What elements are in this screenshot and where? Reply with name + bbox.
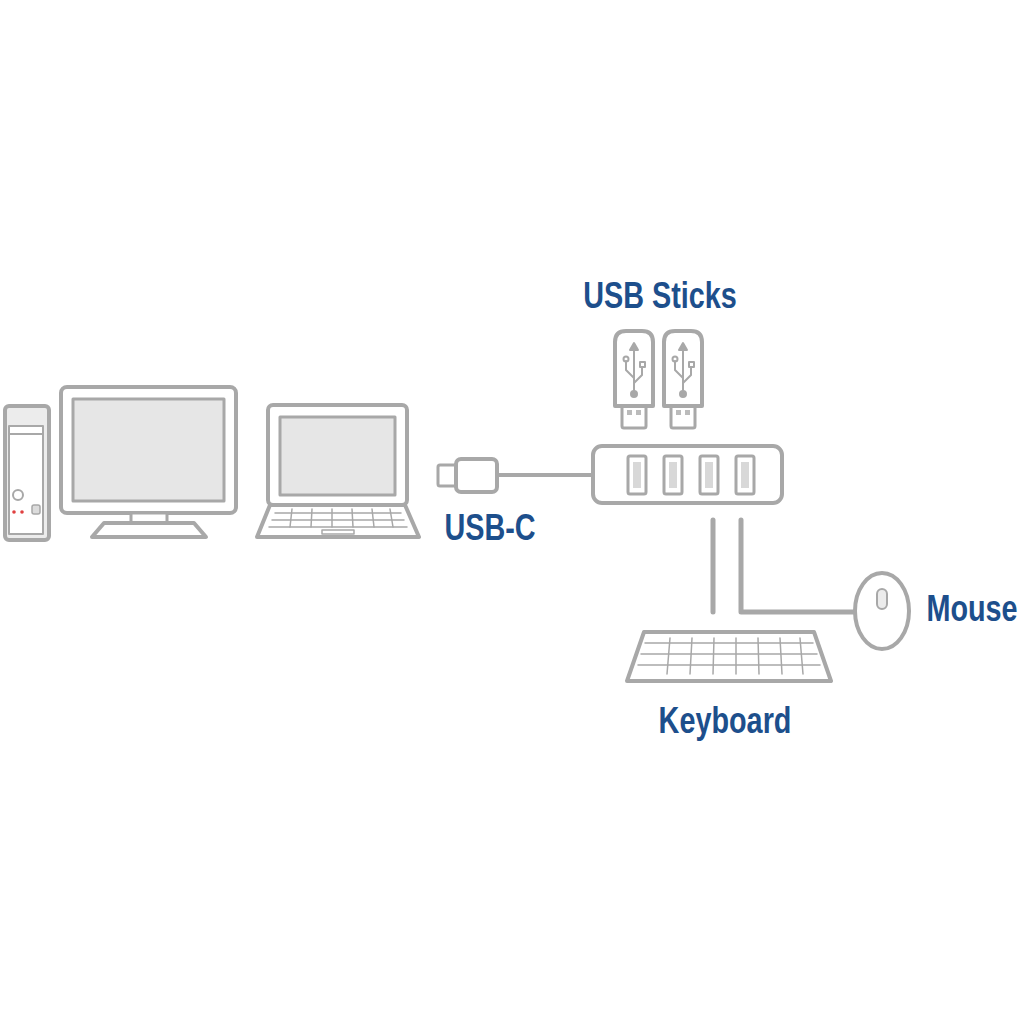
led bbox=[20, 510, 24, 514]
port-tongue bbox=[705, 462, 713, 488]
device-label: Keyboard bbox=[659, 701, 792, 741]
hub-body bbox=[593, 446, 782, 503]
port-tongue bbox=[669, 462, 677, 488]
key-row bbox=[638, 664, 820, 666]
tower-case bbox=[5, 406, 49, 540]
connector-hole bbox=[685, 410, 690, 415]
port-tongue bbox=[633, 462, 641, 488]
plug-body bbox=[456, 459, 497, 492]
key-col bbox=[372, 509, 374, 527]
key-col bbox=[780, 638, 782, 674]
tower-port bbox=[32, 505, 40, 514]
laptop-lid bbox=[268, 405, 407, 505]
key-row bbox=[641, 653, 817, 655]
symbol-branch bbox=[634, 367, 642, 383]
hub-port bbox=[628, 456, 646, 494]
hub-port bbox=[664, 456, 682, 494]
connector-hole bbox=[636, 410, 641, 415]
keyboard-body bbox=[627, 632, 831, 681]
mouse-wire bbox=[741, 520, 856, 612]
keyboard bbox=[627, 632, 831, 681]
symbol-stem bbox=[682, 345, 684, 392]
monitor-frame bbox=[61, 387, 236, 513]
device-label: Mouse bbox=[926, 589, 1017, 629]
key-col bbox=[667, 638, 670, 674]
keyboard-keys bbox=[638, 638, 820, 674]
symbol-dot bbox=[680, 391, 686, 397]
laptop-keys bbox=[269, 509, 407, 534]
monitor-screen bbox=[73, 399, 224, 501]
hub-port bbox=[736, 456, 754, 494]
usb-c-plug bbox=[438, 459, 594, 492]
tower-panel bbox=[9, 426, 43, 534]
usb-symbol bbox=[673, 343, 695, 397]
usb-hub bbox=[593, 446, 782, 503]
hub-cable bbox=[497, 473, 594, 477]
scroll-wheel bbox=[877, 589, 887, 609]
stick-body bbox=[664, 331, 702, 406]
mouse bbox=[855, 573, 909, 649]
symbol-circle bbox=[624, 357, 629, 362]
touchpad bbox=[322, 530, 354, 534]
symbol-branch bbox=[675, 361, 683, 378]
key-col bbox=[713, 638, 714, 674]
device-wires bbox=[713, 520, 856, 612]
symbol-branch bbox=[683, 367, 691, 383]
usb-stick bbox=[664, 331, 702, 428]
symbol-arrow bbox=[630, 343, 638, 350]
key-col bbox=[758, 638, 759, 674]
connector-hole bbox=[676, 410, 681, 415]
pc-tower bbox=[5, 406, 49, 540]
key-col bbox=[690, 638, 692, 674]
stick-body bbox=[615, 331, 653, 406]
symbol-circle bbox=[673, 357, 678, 362]
laptop bbox=[257, 405, 419, 537]
device-label: USB Sticks bbox=[583, 276, 737, 316]
key-col bbox=[311, 509, 312, 527]
key-col bbox=[390, 509, 393, 527]
port-tongue bbox=[741, 462, 749, 488]
key-row bbox=[275, 512, 401, 514]
usb-symbol bbox=[624, 343, 646, 397]
mouse-body bbox=[855, 573, 909, 649]
symbol-stem bbox=[633, 345, 635, 392]
symbol-square bbox=[689, 362, 694, 367]
power-button bbox=[13, 490, 23, 500]
symbol-square bbox=[640, 362, 645, 367]
key-col bbox=[331, 509, 333, 527]
led bbox=[12, 510, 16, 514]
key-col bbox=[735, 638, 737, 674]
connector-hole bbox=[627, 410, 632, 415]
keyboard-wire bbox=[711, 520, 716, 612]
drive-bay bbox=[9, 433, 43, 435]
usb-stick bbox=[615, 331, 653, 428]
laptop-base bbox=[257, 505, 419, 537]
symbol-arrow bbox=[679, 343, 687, 350]
monitor-base bbox=[92, 523, 206, 537]
laptop-screen bbox=[280, 417, 395, 495]
symbol-dot bbox=[631, 391, 637, 397]
key-row bbox=[272, 519, 404, 521]
symbol-branch bbox=[626, 361, 634, 378]
key-col bbox=[290, 509, 292, 527]
key-area bbox=[647, 638, 811, 674]
monitor bbox=[61, 387, 236, 537]
hub-port bbox=[700, 456, 718, 494]
key-col bbox=[352, 509, 353, 527]
key-col bbox=[800, 638, 803, 674]
device-label: USB-C bbox=[444, 508, 535, 548]
